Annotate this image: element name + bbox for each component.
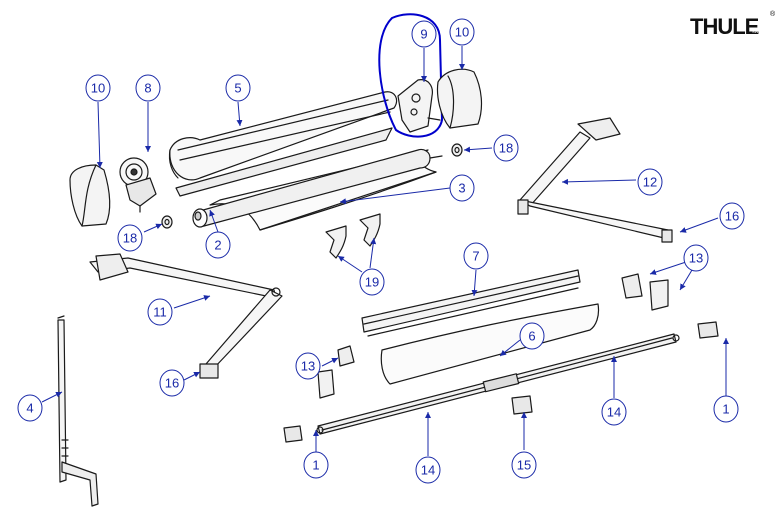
callout-bubble-16a [159,369,185,397]
leader-line-18b [463,146,493,153]
callout-6: 6 [528,329,535,344]
callout-bubble-1a [303,451,329,479]
leader-line-13b [649,261,687,275]
part-washer-left [161,215,173,229]
part-gearbox-left [119,157,157,213]
callout-bubble-18a [117,224,143,252]
callout-13b: 13 [689,251,703,266]
callout-13a: 13 [301,359,315,374]
part-end-cap-left [69,164,111,227]
callout-bubble-6 [519,322,545,350]
leader-line-5 [236,101,243,127]
callout-8: 8 [144,81,151,96]
callout-12: 12 [643,175,657,190]
leader-line-6 [499,339,521,357]
thule-logo: THULE ® SWEDEN [690,10,776,39]
callout-19: 19 [365,275,379,290]
part-crank-handle [57,315,99,507]
callout-10b: 10 [455,25,469,40]
leader-line-12 [561,178,637,185]
callout-16a: 16 [165,376,179,391]
leader-line-10a [96,101,103,169]
callout-bubble-18b [493,134,519,162]
part-clip-left [283,425,303,443]
part-brackets [325,213,381,259]
callout-15: 15 [517,458,531,473]
callout-bubble-10a [85,74,111,102]
callout-bubble-1b [713,395,739,423]
callout-10a: 10 [91,81,105,96]
leader-line-7 [471,269,478,297]
callout-bubble-12 [637,168,663,196]
part-washer-right [451,143,463,157]
part-arm-left [89,253,283,379]
part-clip-right [697,321,719,339]
part-arm-right [517,117,673,243]
leader-line-16b [679,217,719,233]
callout-bubble-3 [449,174,475,202]
leader-line-19 [369,237,377,269]
leader-line-13a [321,357,339,367]
part-9-highlight-outline [378,13,443,138]
callout-14b: 14 [607,405,621,420]
callout-bubble-10b [449,18,475,46]
callout-4: 4 [26,401,33,416]
callout-5: 5 [234,81,241,96]
callout-2: 2 [214,238,221,253]
callout-bubble-4 [17,394,43,422]
callout-bubble-13b [683,244,709,272]
callout-3: 3 [458,181,465,196]
callout-bubble-15 [511,451,537,479]
callout-bubble-14a [415,456,441,484]
callout-bubble-13a [295,352,321,380]
brand-name: THULE [690,14,759,39]
part-front-bar [380,303,600,385]
leader-line-18a [143,223,163,233]
leader-line-19b [337,255,363,273]
callout-18a: 18 [123,231,137,246]
leader-line-11 [173,295,211,309]
callout-bubble-5 [225,74,251,102]
part-gearbox-right [397,79,441,133]
callout-16b: 16 [725,209,739,224]
part-end-bracket-lower [317,345,355,399]
leader-line-4 [41,391,63,403]
part-slider [511,395,533,415]
callout-18b: 18 [499,141,513,156]
callout-bubble-14b [601,398,627,426]
callout-bubble-11 [147,298,173,326]
brand-sub: SWEDEN [752,29,770,34]
callout-bubble-19 [359,268,385,296]
leader-line-2 [209,209,219,233]
part-end-cap-right [436,68,483,129]
callout-14a: 14 [421,463,435,478]
leader-line-13c [679,269,693,291]
leader-line-3 [339,187,451,205]
callout-bubble-8 [135,74,161,102]
callout-7: 7 [472,249,479,264]
leader-line-16a [183,371,201,381]
callout-1a: 1 [312,458,319,473]
part-end-bracket-upper [621,273,669,311]
brand-registered-mark: ® [770,10,776,18]
part-support-rail [361,269,581,337]
part-tension-bar [316,333,680,435]
callout-bubble-2 [205,231,231,259]
callout-bubble-7 [463,242,489,270]
part-front-profile [168,91,398,197]
callout-bubble-9 [411,20,437,48]
callout-9: 9 [420,27,427,42]
callout-11: 11 [153,305,167,320]
callout-1b: 1 [722,402,729,417]
callout-bubble-16b [719,202,745,230]
part-roller-and-fabric [192,148,443,231]
